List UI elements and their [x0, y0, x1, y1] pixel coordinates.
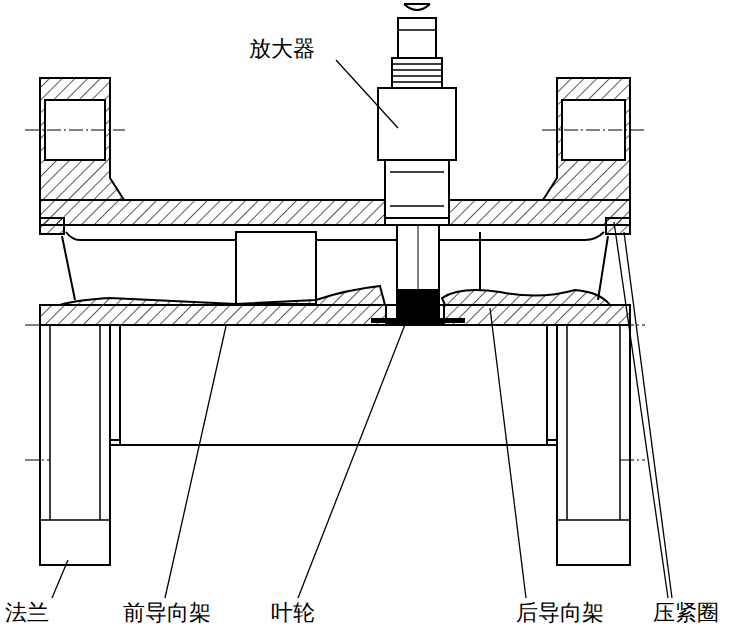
flange-section [40, 78, 124, 200]
retaining-ring [606, 218, 630, 234]
rear-guide-vane [479, 232, 481, 290]
stem-axis [418, 225, 419, 290]
pipe-wall [40, 200, 630, 225]
front-guide-vane [236, 232, 316, 304]
part-label: 叶轮 [270, 600, 316, 626]
flange-view [557, 325, 630, 565]
rear-hub [442, 290, 610, 305]
leader-line [52, 60, 672, 598]
part-label: 法兰 [4, 600, 50, 626]
part-label: 压紧圈 [652, 600, 720, 626]
inner-bore [66, 232, 604, 240]
impeller [397, 290, 439, 320]
guide-tube [40, 305, 630, 325]
part-label: 后导向架 [515, 600, 605, 626]
body-view [110, 444, 557, 446]
flange-section [543, 78, 630, 200]
guide-edge [62, 236, 608, 300]
flange-view [40, 325, 110, 565]
part-label: 放大器 [248, 36, 316, 62]
thread [392, 58, 442, 88]
center-line [25, 130, 645, 460]
amplifier-body [378, 88, 456, 160]
front-hub [60, 286, 385, 305]
hex-nut [385, 160, 449, 218]
section-outline [40, 4, 630, 565]
connector-top [404, 4, 430, 10]
part-label: 前导向架 [122, 600, 212, 626]
retaining-ring [40, 218, 64, 234]
connector [398, 18, 436, 58]
impeller-blade [371, 318, 465, 323]
pickup-stem [397, 225, 439, 290]
